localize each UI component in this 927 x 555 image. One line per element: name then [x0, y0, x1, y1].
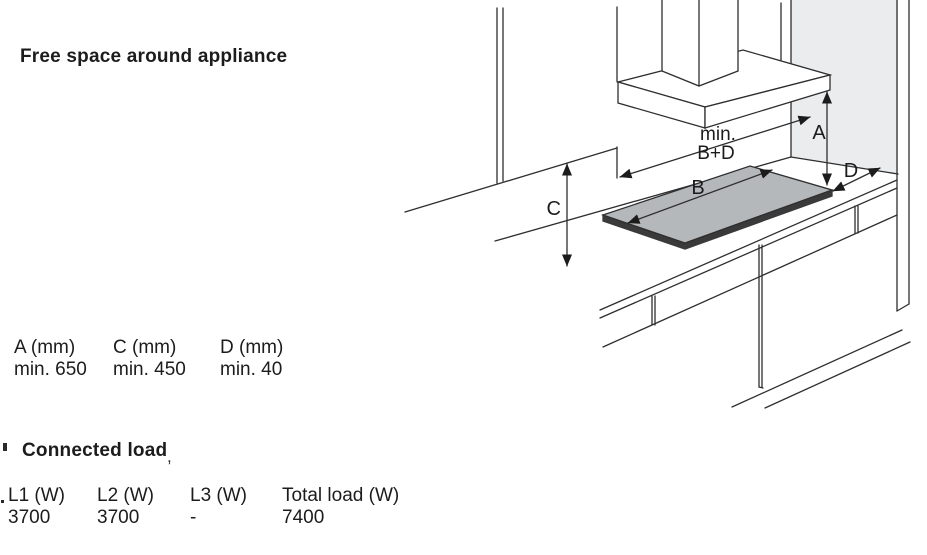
l2-value: 3700	[97, 507, 140, 528]
label-min: min.	[700, 124, 736, 145]
label-b-plus-d: B+D	[697, 143, 735, 164]
side-wall-panel	[791, 0, 898, 174]
chimney-base-edges	[661, 70, 739, 87]
right-cabinet-bottom-edge	[896, 303, 910, 312]
label-b: B	[691, 177, 704, 199]
total-load-value: 7400	[282, 507, 325, 528]
dim-col-a: A (mm) min. 650	[14, 337, 87, 381]
l3-value: -	[190, 507, 197, 528]
total-load-header: Total load (W)	[282, 485, 400, 506]
label-c: C	[547, 198, 561, 220]
l2-header: L2 (W)	[97, 485, 154, 506]
label-a: A	[812, 122, 826, 144]
connected-load-heading: Connected load	[22, 440, 168, 461]
l3-header: L3 (W)	[190, 485, 247, 506]
hood-chimney-body	[662, 0, 738, 86]
load-col-l3: L3 (W) -	[190, 485, 247, 529]
counter-thickness-edge	[599, 187, 898, 319]
load-col-total: Total load (W) 7400	[282, 485, 399, 529]
label-d: D	[844, 160, 858, 182]
l1-value: 3700	[8, 507, 51, 528]
dim-c-value: min. 450	[113, 359, 186, 380]
load-col-l1: L1 (W) 3700	[8, 485, 65, 529]
cabinet-plinth-edge	[764, 341, 911, 409]
dim-c-header: C (mm)	[113, 337, 177, 358]
page-crop-dot	[1, 500, 4, 503]
dim-d-header: D (mm)	[220, 337, 284, 358]
free-space-heading: Free space around appliance	[20, 46, 288, 67]
dim-col-d: D (mm) min. 40	[220, 337, 283, 381]
wall-cabinet-bottom-line	[404, 147, 618, 213]
dimension-arrow-b	[627, 169, 773, 224]
dim-a-header: A (mm)	[14, 337, 76, 358]
dim-a-value: min. 650	[14, 359, 87, 380]
dimension-arrow-min-b-plus-d	[619, 115, 811, 179]
dim-d-value: min. 40	[220, 359, 283, 380]
l1-header: L1 (W)	[8, 485, 65, 506]
dim-col-c: C (mm) min. 450	[113, 337, 186, 381]
load-col-l2: L2 (W) 3700	[97, 485, 154, 529]
cabinet-door-bottom-edge	[731, 329, 903, 408]
connected-load-heading-mark: ,	[167, 447, 172, 466]
cabinet-corner-foot	[758, 386, 764, 389]
dimension-arrow-d	[832, 167, 881, 192]
counter-front-edge	[599, 179, 898, 311]
page-crop-fragment	[3, 443, 7, 451]
free-space-diagram: min. B+D A B C D	[404, 0, 911, 409]
